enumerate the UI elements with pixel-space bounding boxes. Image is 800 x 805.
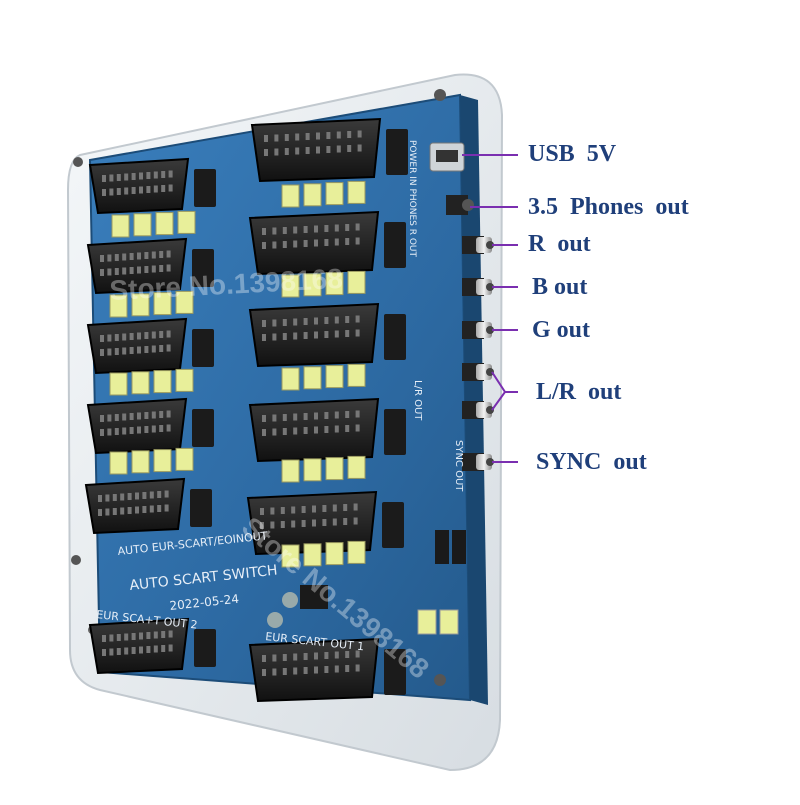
capacitor	[109, 294, 128, 318]
callout-usb-5v: USB 5V	[528, 141, 617, 167]
capacitor	[347, 363, 366, 387]
capacitor	[303, 458, 322, 482]
scart-connector-right-4	[248, 397, 406, 463]
scart-connector-left-4	[86, 397, 214, 455]
capacitor	[153, 292, 172, 316]
scart-connector-right-6	[248, 637, 406, 703]
capacitor	[109, 372, 128, 396]
capacitor	[347, 540, 366, 564]
capacitor	[325, 365, 344, 389]
callout-lr-out: L/R out	[536, 379, 622, 405]
capacitor	[303, 273, 322, 297]
capacitor	[175, 447, 194, 471]
scart-connector-left-5	[84, 477, 212, 535]
capacitor	[303, 543, 322, 567]
capacitor	[111, 214, 130, 238]
capacitor	[325, 272, 344, 296]
scart-connector-left-6	[88, 617, 216, 675]
scart-connector-right-1	[250, 117, 408, 183]
capacitor	[153, 449, 172, 473]
capacitor	[347, 455, 366, 479]
screw-icon	[434, 89, 446, 101]
ic-chips	[267, 530, 466, 635]
callout-sync-out: SYNC out	[536, 449, 647, 475]
capacitor	[281, 367, 300, 391]
scart-connector-left-2	[86, 237, 214, 295]
capacitor	[303, 183, 322, 207]
capacitors	[109, 180, 366, 568]
capacitor	[131, 371, 150, 395]
silk-lr: L/R OUT	[412, 380, 423, 421]
capacitor	[325, 182, 344, 206]
screw-icon	[71, 555, 81, 565]
callout-r-out: R out	[528, 231, 591, 257]
capacitor	[131, 293, 150, 317]
capacitor	[325, 542, 344, 566]
capacitor	[281, 459, 300, 483]
scart-connector-right-5	[246, 490, 404, 556]
callout-lines	[462, 154, 518, 463]
capacitor	[347, 180, 366, 204]
capacitor	[133, 213, 152, 237]
capacitor	[281, 274, 300, 298]
capacitor	[175, 290, 194, 314]
screw-icon	[434, 674, 446, 686]
capacitor	[281, 184, 300, 208]
rca-jack-2	[462, 278, 494, 296]
rca-jack-5	[462, 401, 494, 419]
scart-connector-right-2	[248, 210, 406, 276]
scart-connectors	[84, 117, 408, 703]
silk-sync: SYNC OUT	[453, 440, 464, 492]
rca-jack-1	[462, 236, 494, 254]
capacitor	[155, 212, 174, 236]
scart-connector-right-3	[248, 302, 406, 368]
capacitor	[109, 451, 128, 475]
capacitor	[303, 366, 322, 390]
rca-jack-3	[462, 321, 494, 339]
rca-jack-4	[462, 363, 494, 381]
capacitor	[175, 368, 194, 392]
capacitor	[325, 457, 344, 481]
rca-jack-6	[462, 453, 494, 471]
silk-power: POWER IN PHONES R OUT	[407, 140, 417, 258]
usb-port	[429, 142, 465, 172]
capacitor	[347, 270, 366, 294]
capacitor	[131, 450, 150, 474]
rca-jacks	[462, 236, 494, 471]
callout-phones-out: 3.5 Phones out	[528, 194, 689, 220]
capacitor	[153, 370, 172, 394]
capacitor	[281, 544, 300, 568]
screw-icon	[73, 157, 83, 167]
callout-b-out: B out	[532, 274, 588, 300]
callout-g-out: G out	[532, 317, 591, 343]
scart-connector-left-1	[88, 157, 216, 215]
capacitor	[177, 210, 196, 234]
